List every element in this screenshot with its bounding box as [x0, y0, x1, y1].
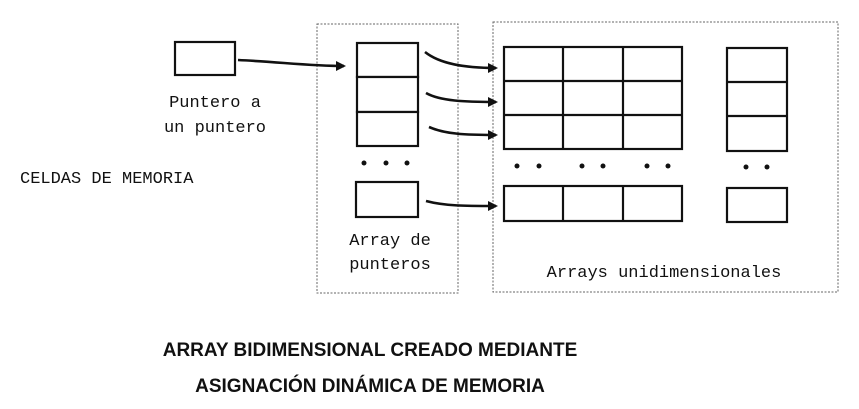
diagram-title-line-2: ASIGNACIÓN DINÁMICA DE MEMORIA — [195, 375, 545, 397]
pointer-array — [354, 41, 420, 219]
arrow-to-last-row — [425, 199, 498, 211]
diagram-title-line-1: ARRAY BIDIMENSIONAL CREADO MEDIANTE — [163, 340, 578, 361]
last-row-array — [502, 184, 684, 223]
arrow-to-row-3 — [428, 125, 498, 140]
one-dim-arrays-last-column — [725, 46, 789, 224]
arrow-to-row-2 — [425, 91, 498, 107]
pointer-array-cell — [355, 75, 420, 114]
pointer-to-pointer-label-2: un puntero — [164, 119, 266, 138]
pointer-array-cell — [355, 110, 420, 148]
one-dim-arrays-container — [492, 21, 839, 293]
pointer-to-pointer-label-1: Puntero a — [169, 94, 261, 113]
pointer-array-label-2: punteros — [349, 256, 431, 275]
pointer-to-pointer-cell — [173, 40, 237, 77]
pointer-array-cell — [355, 41, 420, 79]
pointer-array-last-cell — [354, 180, 420, 219]
ellipsis-dots — [361, 160, 410, 166]
arrows — [237, 50, 498, 211]
ellipsis-dots — [514, 163, 671, 169]
pointer-array-label-1: Array de — [349, 232, 431, 251]
one-dim-arrays-label: Arrays unidimensionales — [547, 264, 782, 283]
memory-cells-label: CELDAS DE MEMORIA — [20, 170, 194, 189]
ellipsis-dots — [743, 164, 770, 170]
arrow-to-row-1 — [424, 50, 498, 73]
one-dim-arrays-grid — [502, 45, 684, 223]
arrow-to-pointer-array — [237, 58, 346, 71]
pointer-array-container — [316, 23, 459, 294]
